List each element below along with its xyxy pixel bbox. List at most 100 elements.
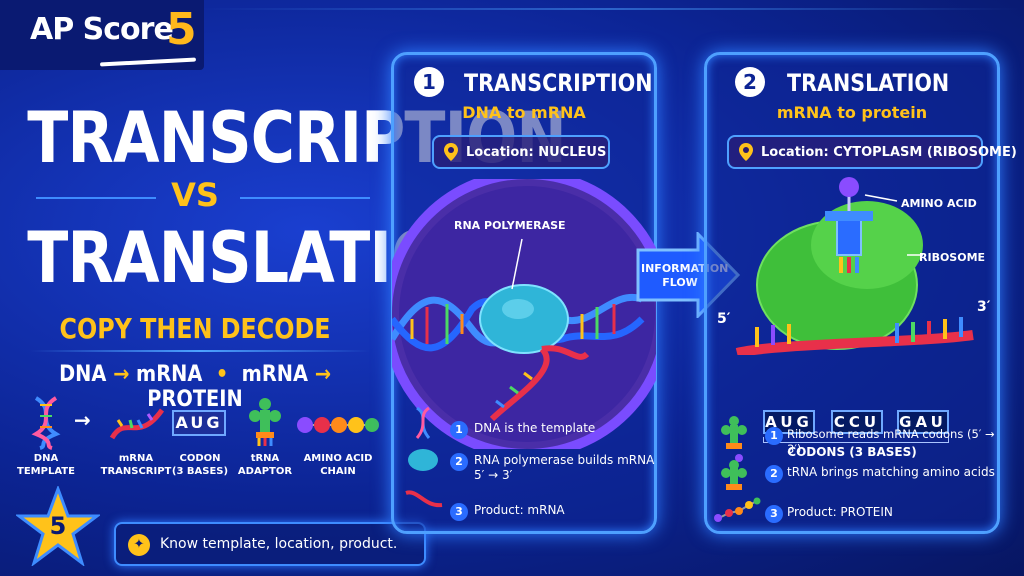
logo-text: AP Score bbox=[30, 12, 174, 47]
location-pin-icon bbox=[739, 143, 753, 161]
mrna-icon bbox=[109, 408, 165, 440]
step-text: Product: PROTEIN bbox=[787, 505, 893, 519]
icon-label-codon-1: CODON bbox=[179, 453, 221, 464]
transcription-location: Location: NUCLEUS bbox=[432, 135, 610, 169]
five-prime-label: 5′ bbox=[717, 311, 731, 327]
icon-label-amino: AMINO ACID CHAIN bbox=[298, 452, 378, 478]
translation-step-3: 3 Product: PROTEIN bbox=[765, 503, 1001, 533]
logo-number: 5 bbox=[166, 4, 197, 55]
icon-label-dna-1: DNA bbox=[33, 453, 59, 464]
step-trna-icon bbox=[721, 454, 747, 490]
step-text-line-2: 5′ → 3′ bbox=[474, 468, 513, 482]
icon-label-trna-1: tRNA bbox=[250, 453, 280, 464]
vs-line-left bbox=[36, 197, 156, 199]
transcription-subtitle: DNA to mRNA bbox=[462, 103, 586, 122]
step-number: 3 bbox=[450, 503, 468, 521]
dna-protein-flow: DNA → mRNA • mRNA → PROTEIN bbox=[23, 362, 366, 412]
transcription-title: TRANSCRIPTION bbox=[464, 69, 653, 97]
step-text: Product: mRNA bbox=[474, 503, 565, 517]
dna-icon bbox=[31, 396, 61, 450]
ribosome-label: RIBOSOME bbox=[919, 251, 986, 264]
amino-acid-label: AMINO ACID bbox=[901, 197, 977, 210]
icon-label-amino-1: AMINO ACID bbox=[303, 453, 373, 464]
flow-arrow-2: → bbox=[314, 362, 331, 387]
icon-label-dna-2: TEMPLATE bbox=[17, 466, 75, 477]
flow-mrna-1: mRNA bbox=[136, 362, 203, 387]
location-pin-icon bbox=[444, 143, 458, 161]
flow-arrow-1: → bbox=[113, 362, 130, 387]
top-glow-line bbox=[200, 8, 1020, 10]
transcription-step-3: 3 Product: mRNA bbox=[450, 501, 650, 531]
transcription-number-badge: 1 bbox=[414, 67, 444, 97]
step-number: 2 bbox=[450, 453, 468, 471]
tip-text: Know template, location, product. bbox=[160, 536, 398, 552]
step-text: RNA polymerase builds mRNA bbox=[474, 453, 655, 467]
three-prime-label: 3′ bbox=[977, 299, 991, 315]
title-transcription: TRANSCRIPTION bbox=[27, 97, 567, 179]
codon-gau: GAU bbox=[897, 410, 949, 434]
icon-label-mrna-2: TRANSCRIPT bbox=[100, 466, 172, 477]
ap-score-logo: AP Score 5 bbox=[0, 0, 204, 70]
flow-dna: DNA bbox=[59, 362, 107, 387]
icon-label-mrna-1: mRNA bbox=[118, 453, 154, 464]
rna-polymerase-label: RNA POLYMERASE bbox=[454, 219, 566, 232]
lightbulb-icon: ✦ bbox=[128, 534, 150, 556]
codons-caption: CODONS (3 BASES) bbox=[787, 445, 917, 459]
amino-acid-chain-icon bbox=[297, 417, 379, 433]
icon-label-mrna: mRNA TRANSCRIPT bbox=[96, 452, 176, 478]
step-number: 2 bbox=[765, 465, 783, 483]
score-star-icon bbox=[16, 486, 100, 566]
translation-subtitle: mRNA to protein bbox=[776, 103, 928, 122]
star-number: 5 bbox=[49, 512, 67, 540]
translation-location: Location: CYTOPLASM (RIBOSOME) bbox=[727, 135, 1017, 169]
nucleus-illustration bbox=[392, 179, 656, 449]
translation-step-1: 1 Ribosome reads mRNA codons (5′ → 3′) bbox=[765, 425, 1001, 456]
step-protein-icon bbox=[714, 497, 761, 522]
step-text: Ribosome reads mRNA codons (5′ → 3′) bbox=[787, 427, 995, 456]
transcription-step-2: 2 RNA polymerase builds mRNA 5′ → 3′ bbox=[450, 451, 660, 487]
ribosome-illustration bbox=[735, 177, 974, 355]
step-polymerase-icon bbox=[408, 449, 438, 471]
flow-dot: • bbox=[215, 362, 229, 387]
step-ribosome-trna-icon bbox=[721, 416, 747, 449]
translation-panel: 2 TRANSLATION mRNA to protein Location: … bbox=[704, 52, 1017, 534]
logo-swoosh bbox=[99, 57, 197, 67]
icon-row-arrow: → bbox=[74, 408, 91, 432]
transcription-step-1: 1 DNA is the template bbox=[450, 419, 650, 449]
icon-label-trna: tRNA ADAPTOR bbox=[225, 452, 305, 478]
step-number: 1 bbox=[765, 427, 783, 445]
icon-label-codon-2: (3 BASES) bbox=[171, 466, 229, 477]
icon-label-amino-2: CHAIN bbox=[320, 466, 356, 477]
step-number: 3 bbox=[765, 505, 783, 523]
codons-bracket bbox=[763, 437, 949, 443]
icon-label-trna-2: ADAPTOR bbox=[237, 466, 293, 477]
trna-icon bbox=[249, 398, 281, 446]
vs-line-right bbox=[240, 197, 370, 199]
step-text: tRNA brings matching amino acids bbox=[787, 465, 995, 479]
codon-ccu: CCU bbox=[831, 410, 883, 434]
codon-text: CCU bbox=[833, 413, 881, 431]
codon-text: GAU bbox=[899, 413, 947, 431]
title-translation: TRANSLATION bbox=[27, 217, 491, 299]
step-mrna-icon bbox=[405, 490, 443, 508]
codon-text: AUG bbox=[765, 413, 813, 431]
translation-location-text: Location: CYTOPLASM (RIBOSOME) bbox=[761, 145, 1017, 160]
translation-number-badge: 2 bbox=[735, 67, 765, 97]
title-vs: VS bbox=[171, 176, 219, 214]
step-number: 1 bbox=[450, 421, 468, 439]
flow-mrna-2: mRNA bbox=[241, 362, 308, 387]
flow-label-line-2: FLOW bbox=[662, 276, 698, 289]
tagline: COPY THEN DECODE bbox=[59, 312, 331, 345]
transcription-location-text: Location: NUCLEUS bbox=[466, 145, 607, 160]
translation-step-2: 2 tRNA brings matching amino acids bbox=[765, 463, 1001, 493]
step-dna-icon bbox=[415, 407, 431, 439]
concept-icon-row: → AUG DNA TEMPLATE mRNA TRANSCRIPT CODON (3… bbox=[17, 396, 382, 486]
icon-label-codon: CODON (3 BASES) bbox=[160, 452, 240, 478]
icon-label-dna: DNA TEMPLATE bbox=[6, 452, 86, 478]
tip-box: ✦ Know template, location, product. bbox=[114, 522, 426, 566]
translation-title: TRANSLATION bbox=[787, 69, 950, 97]
step-text: DNA is the template bbox=[474, 421, 596, 435]
flow-protein: PROTEIN bbox=[147, 387, 243, 412]
transcription-panel: 1 TRANSCRIPTION DNA to mRNA Location: NU… bbox=[391, 52, 657, 534]
codon-icon: AUG bbox=[172, 410, 226, 436]
